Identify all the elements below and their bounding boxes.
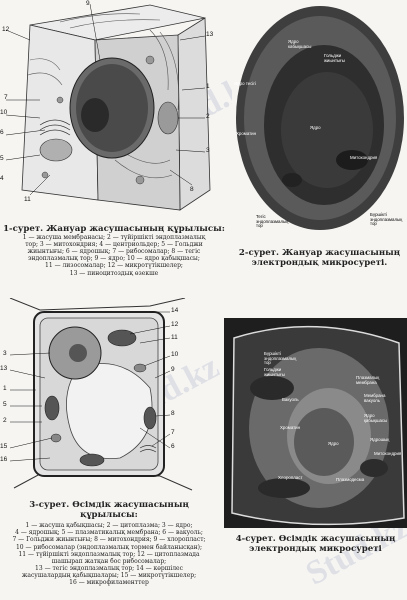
fig1-legend-line: 13 — пиноцитоздық өзекше — [69, 269, 159, 277]
fig1-num-3: 3 — [206, 147, 210, 154]
fig3-num-14: 14 — [171, 307, 179, 314]
fig1-num-2: 2 — [206, 113, 210, 120]
fig3-caption: 3-сурет. Өсімдік жасушасының құрылысы: 1… — [0, 500, 218, 586]
animal-cell-micrograph — [232, 0, 407, 242]
fig2-label-chromatin: Хроматин — [236, 131, 257, 136]
fig2-label-nuclear-pore: Ядро тесігі — [234, 81, 256, 86]
fig4-label-chromatin: Хроматин — [280, 425, 301, 430]
fig2-label-nuclear-envelope: Ядро кабықшасы — [288, 39, 312, 49]
fig3-num-1: 1 — [3, 385, 7, 392]
fig4-label-mitochondria: Митохондрия — [374, 451, 402, 456]
fig3-legend-line: 7 — Гольджи жиынтығы; 8 — митохондрия; 9… — [12, 536, 206, 544]
fig3-num-8: 8 — [171, 410, 175, 417]
fig4-label-golgi: Гольджи жиынтығы — [264, 367, 285, 377]
fig3-num-10: 10 — [171, 351, 179, 358]
fig1-num-6: 6 — [0, 129, 4, 136]
fig1-legend-line: эндоплазмалық тор; 9 — ядро; 10 — ядро қ… — [28, 255, 200, 263]
figure-4-plant-cell-micrograph: Бүршікті эндоплазмалық тор Гольджи жиынт… — [224, 318, 407, 528]
fig2-title-line: 2-сурет. Жануар жасушасының — [238, 248, 401, 258]
fig3-legend-line: 4 — ядрошық; 5 — плазматикалық мембрана;… — [15, 529, 203, 537]
fig2-label-rough-er: Бүршікті эндоплазмалық тор — [370, 212, 403, 227]
fig4-label-chloroplast: Хлоропласт — [278, 475, 303, 480]
plant-cell-drawing — [9, 297, 193, 491]
fig3-num-6: 6 — [171, 443, 175, 450]
fig1-title: 1-сурет. Жануар жасушасының құрылысы: — [3, 224, 225, 234]
fig3-num-15: 15 — [0, 443, 8, 450]
fig1-legend-line: 1 — жасуша мембранасы; 2 — түйіршікті эн… — [22, 234, 206, 242]
fig1-num-13: 13 — [206, 31, 214, 38]
fig1-legend-line: тор; 3 — митохондрия; 4 — центриольдер; … — [25, 241, 203, 249]
fig4-label-plasmodesma: Плазмодесма — [336, 477, 365, 482]
fig3-num-12: 12 — [171, 321, 179, 328]
fig1-num-10: 10 — [0, 109, 8, 116]
fig3-legend-line: шашырап жатқан бос рибосомалар; — [51, 557, 167, 565]
fig3-legend-line: 16 — микрофиламенттер — [69, 578, 149, 586]
figure-3-plant-cell: 14 12 11 3 10 13 9 1 5 2 8 15 7 16 6 — [0, 297, 210, 498]
fig2-label-mitochondria: Митохондрия — [350, 155, 378, 160]
fig2-label-golgi: Гольджи жиынтығы — [324, 53, 345, 63]
fig4-label-vacuole-membrane: Мембрана вакуоль — [364, 393, 386, 403]
fig4-label-nucleolus: Ядрошық — [370, 437, 390, 442]
animal-cell-drawing — [5, 3, 211, 211]
fig4-title-line: 4-сурет. Өсімдік жасушасының — [235, 534, 396, 544]
fig1-num-8: 8 — [190, 186, 194, 193]
fig3-title-line: құрылысы: — [80, 510, 138, 521]
fig4-label-plasma-membrane: Плазмалық мембрана — [356, 375, 380, 385]
fig1-caption: 1-сурет. Жануар жасушасының құрылысы: 1 … — [0, 224, 228, 277]
fig1-num-9: 9 — [86, 0, 90, 7]
fig1-legend-line: 11 — лизосомалар; 12 — микротүтікшелер; — [45, 262, 183, 270]
fig3-legend-line: 10 — рибосомалар (эндоплазмалық тормен б… — [15, 543, 203, 551]
fig1-num-1: 1 — [206, 83, 210, 90]
fig1-num-12: 12 — [2, 26, 10, 33]
fig2-title-line: электрондық микросуреті. — [251, 258, 388, 269]
fig4-label-vacuole: Вакуоль — [282, 397, 299, 402]
fig3-legend-line: 11 — түйіршікті эндоплазмалық тор; 12 — … — [18, 550, 200, 558]
fig1-num-11: 11 — [24, 196, 31, 203]
fig4-label-rough-er: Бүршікті эндоплазмалық тор — [264, 351, 297, 366]
fig3-num-7: 7 — [171, 429, 175, 436]
fig1-num-7: 7 — [4, 94, 8, 101]
figure-2-animal-cell-micrograph: Ядро кабықшасы Гольджи жиынтығы Ядро тес… — [232, 0, 407, 242]
fig2-label-nucleus: Ядро — [310, 125, 321, 130]
fig3-num-13: 13 — [0, 365, 8, 372]
fig1-num-5: 5 — [0, 155, 4, 162]
fig1-num-4: 4 — [0, 175, 4, 182]
fig3-num-5: 5 — [3, 401, 7, 408]
plant-cell-micrograph — [224, 318, 407, 528]
fig3-legend-line: 13 — тегіс эндоплазмалық тор; 14 — көрші… — [35, 564, 183, 572]
fig2-label-smooth-er: Тегіс эндоплазмалық тор — [256, 214, 289, 229]
figure-1-animal-cell: 9 13 1 2 3 7 8 10 6 5 4 11 12 — [0, 0, 230, 220]
fig3-title-line: 3-сурет. Өсімдік жасушасының — [29, 500, 189, 510]
fig3-num-9: 9 — [171, 366, 175, 373]
fig3-num-3: 3 — [3, 350, 7, 357]
fig4-label-nucleus: Ядро — [328, 441, 339, 446]
fig3-legend-line: жасушалардың қабықшалары; 15 — микротүті… — [21, 571, 197, 579]
fig3-num-11: 11 — [171, 334, 178, 341]
fig3-num-2: 2 — [3, 417, 7, 424]
fig4-label-nuclear-envelope: Ядро қабықшасы — [364, 413, 388, 423]
fig4-caption: 4-сурет. Өсімдік жасушасының электрондық… — [224, 534, 407, 554]
fig1-legend-line: жиынтығы; 6 — ядрошық; 7 — рибосомалар; … — [27, 248, 201, 256]
fig4-title-line: электрондық микросуреті — [249, 544, 382, 555]
fig2-caption: 2-сурет. Жануар жасушасының электрондық … — [232, 248, 407, 268]
fig3-legend-line: 1 — жасуша қабықшасы; 2 — цитоплазма; 3 … — [25, 522, 193, 530]
fig3-num-16: 16 — [0, 456, 8, 463]
